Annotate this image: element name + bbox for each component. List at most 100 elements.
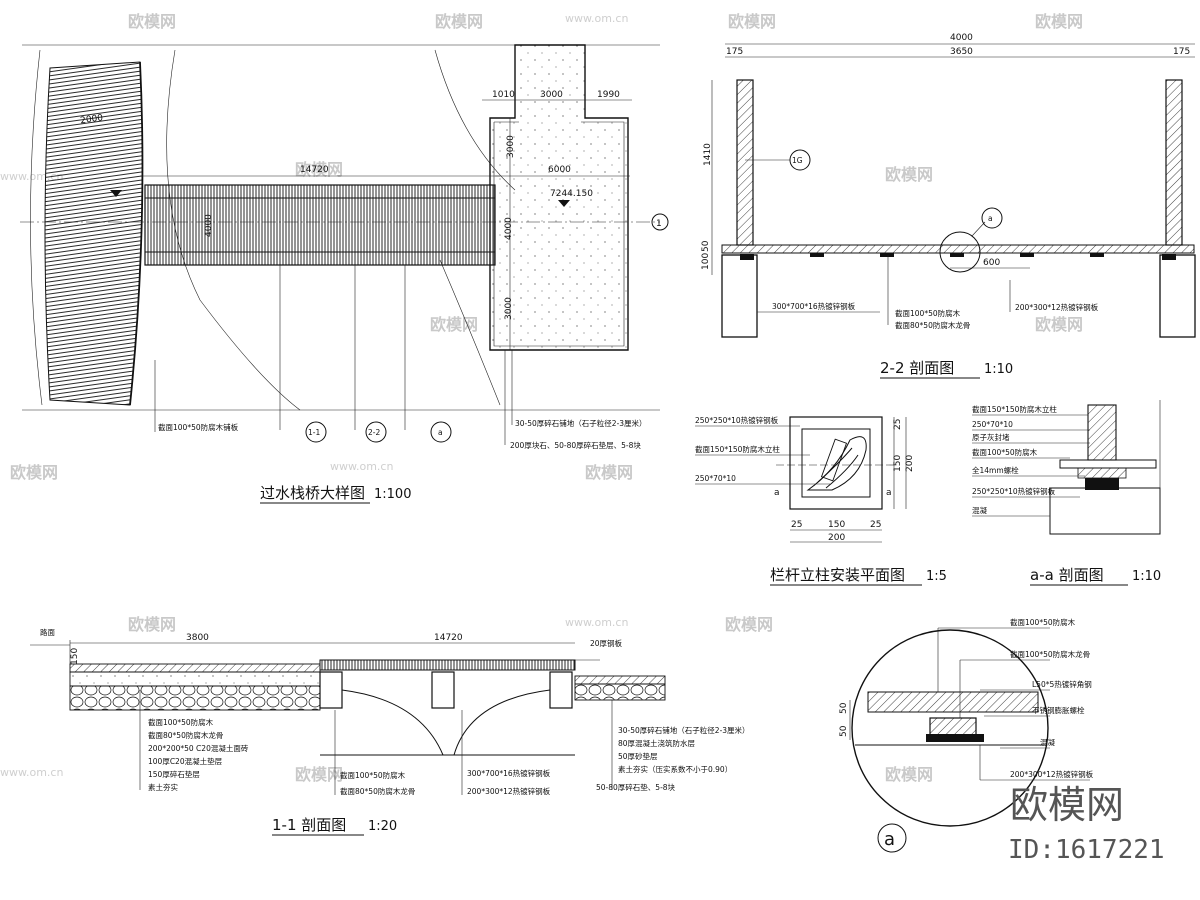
post-section-mark: a — [886, 488, 892, 498]
saa-note: 截面100*50防腐木 — [972, 447, 1038, 457]
detail-a-note: L50*5热镀锌角钢 — [1032, 679, 1092, 689]
s22-dim: 175 — [1173, 47, 1190, 57]
s11-left-label: 路面 — [40, 627, 55, 637]
s22-note: 200*300*12热镀锌钢板 — [1015, 302, 1099, 312]
post-note: 250*70*10 — [695, 474, 736, 483]
s22-dim: 1410 — [703, 143, 713, 166]
watermark-text: 欧模网 — [128, 615, 176, 634]
section-a-a: 截面150*150防腐木立柱 250*70*10 原子灰封堵 截面100*50防… — [972, 400, 1161, 586]
plan-level: 7244.150 — [550, 189, 593, 199]
saa-note: 250*250*10热镀锌钢板 — [972, 486, 1056, 496]
saa-post — [1087, 404, 1117, 461]
s22-title: 2-2 剖面图 — [880, 359, 954, 377]
section-1-1: 3800 14720 路面 150 20厚钢板 截面100*50防腐木 截面80… — [30, 627, 750, 836]
plan-dim: 3000 — [504, 297, 514, 320]
watermark-text: 欧模网 — [430, 315, 478, 334]
s11-note: 200*300*12热镀锌钢板 — [467, 786, 551, 796]
post-dim: 25 — [791, 520, 802, 530]
plan-title: 过水栈桥大样图 — [260, 484, 365, 502]
plan-note: 200厚块石、50-80厚碎石垫层、5-8块 — [510, 440, 641, 450]
s11-note: 素土夯实 — [148, 782, 178, 792]
s22-post-left — [736, 79, 754, 246]
s22-joist — [810, 253, 824, 257]
s22-leader — [971, 221, 986, 237]
level-triangle-icon — [558, 200, 570, 207]
watermark-text: 欧模网 — [435, 12, 483, 31]
plan-scale: 1:100 — [374, 487, 411, 502]
s11-pier — [319, 671, 343, 709]
post-dim: 150 — [828, 520, 845, 530]
plan-callout-circle — [365, 421, 387, 443]
s22-deck — [721, 244, 1195, 254]
s22-note: 截面80*50防腐木龙骨 — [895, 320, 970, 330]
post-dim: 25 — [870, 520, 881, 530]
s22-support-right — [1159, 254, 1196, 338]
s11-note: 素土夯实（压实系数不小于0.90） — [618, 764, 732, 774]
post-wood-grain — [817, 447, 859, 489]
watermark-site: www.om.cn — [330, 460, 393, 473]
s11-dim: 150 — [70, 648, 80, 665]
plan-bank-curve — [166, 49, 301, 411]
s11-note: 80厚混凝土浇筑防水层 — [618, 738, 696, 748]
post-wood-grain — [806, 436, 867, 491]
detail-a-joist — [929, 717, 977, 737]
s22-joist — [880, 253, 894, 257]
plan-callout-circle — [430, 421, 452, 443]
s11-note: 50厚砂垫层 — [618, 751, 658, 761]
s22-bearing — [740, 254, 754, 260]
plan-callout: 2-2 — [368, 428, 380, 437]
s11-note: 50-80厚碎石垫、5-8块 — [596, 782, 676, 792]
post-plan: a a 250*250*10热镀锌钢板 截面150*150防腐木立柱 250*7… — [695, 415, 947, 586]
s11-note: 200*200*50 C20混凝土面砖 — [148, 743, 249, 753]
saa-note: 混凝 — [972, 505, 987, 515]
brand-stamp: 欧模网 ID:1617221 — [1008, 783, 1165, 865]
s11-pier — [549, 671, 573, 709]
detail-a-dim: 50 — [839, 725, 849, 737]
watermark-text: 欧模网 — [728, 12, 776, 31]
plan-callout: 1-1 — [308, 428, 320, 437]
post-dim: 200 — [905, 455, 915, 472]
watermark-text: 欧模网 — [885, 765, 933, 784]
s11-paving — [69, 663, 321, 673]
plan-dim: 14720 — [300, 165, 329, 175]
saa-note: 全14mm螺栓 — [972, 465, 1019, 475]
s11-notes-left: 截面100*50防腐木 截面80*50防腐木龙骨 200*200*50 C20混… — [148, 717, 249, 792]
detail-a-note: 截面100*50防腐木龙骨 — [1010, 649, 1090, 659]
section-2-2: 4000 175 3650 175 1410 50 100 600 1G a — [701, 33, 1196, 379]
s22-callout: a — [988, 214, 993, 223]
s22-joist — [950, 253, 964, 257]
watermark-text: 欧模网 — [10, 463, 58, 482]
s22-callout-circle — [789, 149, 811, 171]
brand-id: ID:1617221 — [1008, 835, 1165, 865]
watermark-text: 欧模网 — [295, 160, 343, 179]
detail-a-angle — [926, 734, 984, 742]
s11-top-note: 20厚钢板 — [590, 638, 623, 648]
detail-a-label: a — [884, 829, 895, 850]
saa-deck — [1059, 459, 1157, 469]
s22-callout: 1G — [792, 156, 803, 165]
s11-gravel-layer — [69, 685, 321, 711]
s11-concrete-layer — [69, 671, 321, 687]
s22-scale: 1:10 — [984, 362, 1013, 377]
plan-callout-circle — [305, 421, 327, 443]
s11-title: 1-1 剖面图 — [272, 816, 346, 834]
watermark-text: 欧模网 — [1035, 12, 1083, 31]
saa-note: 原子灰封堵 — [972, 432, 1010, 442]
saa-note: 250*70*10 — [972, 420, 1013, 429]
detail-a-note: 200*300*12热镀锌钢板 — [1010, 769, 1094, 779]
s22-dim: 50 — [701, 240, 711, 252]
s22-detail-circle — [939, 231, 981, 273]
plan-curved-deck — [44, 61, 143, 406]
plan-dim: 1010 — [492, 90, 515, 100]
watermark-site: www.om.cn — [0, 766, 63, 779]
saa-plate — [1077, 467, 1127, 479]
s11-right-paving — [574, 675, 666, 685]
plan-dim: 2000 — [80, 113, 104, 126]
plan-axis-label: 1 — [656, 219, 662, 229]
detail-a-circle — [851, 629, 1049, 827]
s11-dim: 3800 — [186, 633, 209, 643]
detail-a-note: 混凝 — [1040, 737, 1056, 747]
plan-gravel-inner — [493, 121, 625, 347]
s11-notes-right: 30-50厚碎石铺地（石子粒径2-3厘米） 80厚混凝土浇筑防水层 50厚砂垫层… — [596, 725, 750, 792]
saa-note: 截面150*150防腐木立柱 — [972, 404, 1057, 414]
